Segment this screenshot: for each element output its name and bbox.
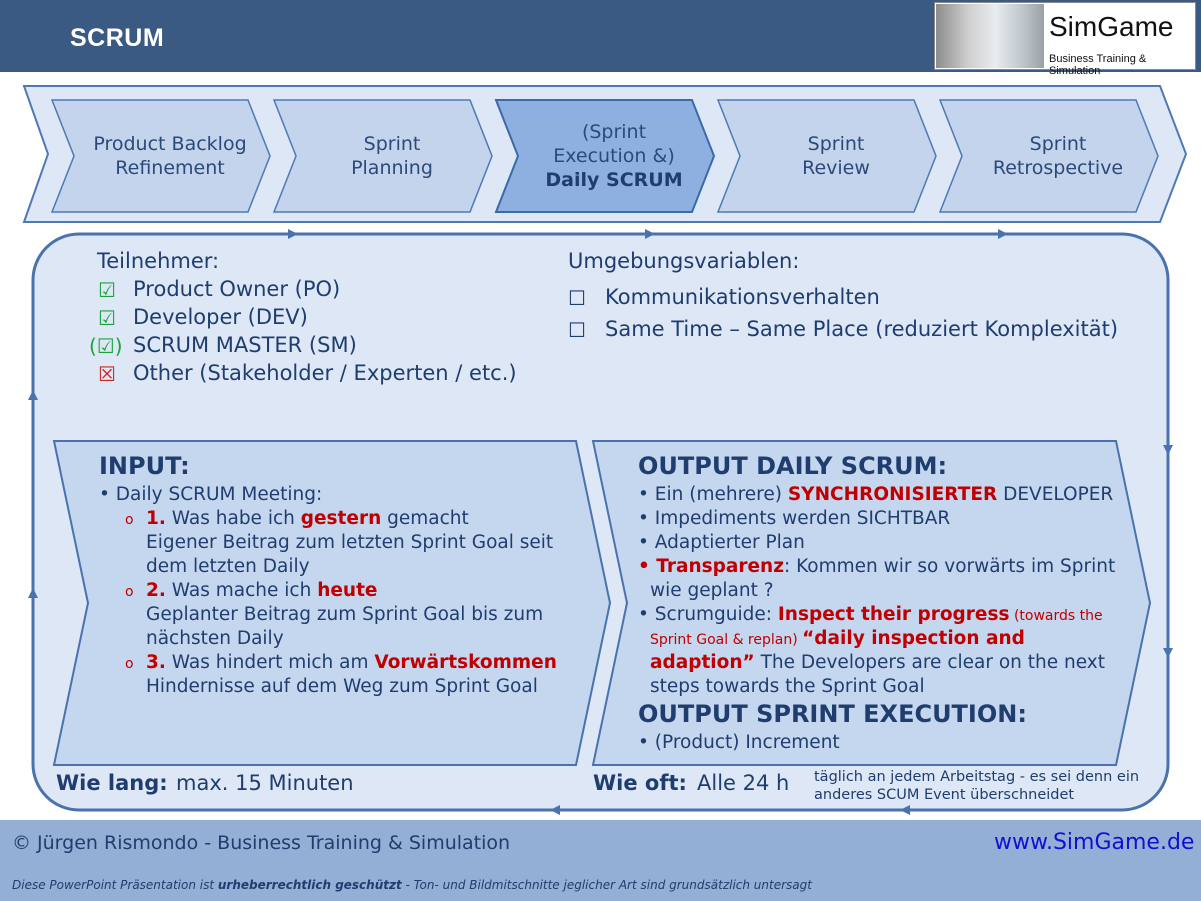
question-detail: nächsten Daily	[146, 627, 284, 651]
environment-title: Umgebungsvariablen:	[568, 249, 799, 273]
frequency-note: täglich an jedem Arbeitstag - es sei den…	[814, 768, 1144, 804]
question-text: Was habe ich	[166, 508, 301, 529]
phase-line: Sprint	[364, 132, 421, 156]
phase-line: Product Backlog	[93, 132, 246, 156]
output-quote: adaption”	[650, 652, 755, 673]
question-marker: o	[125, 512, 134, 528]
phase-line: Review	[802, 156, 870, 180]
question-1: 1. Was habe ich gestern gemacht	[146, 507, 469, 531]
output-title: OUTPUT DAILY SCRUM:	[638, 452, 947, 480]
output-item-5-cont: steps towards the Sprint Goal	[650, 675, 925, 699]
check-icon: ☑	[98, 278, 116, 302]
frequency-label: Wie oft:	[593, 771, 687, 795]
phase-daily-scrum: (Sprint Execution &) Daily SCRUM	[496, 100, 716, 212]
optional-check-icon: (☑)	[89, 334, 123, 358]
question-text: Was mache ich	[166, 580, 317, 601]
output-keyword: Transparenz	[656, 556, 784, 577]
phase-line: (Sprint	[582, 120, 646, 144]
output-item-5-cont: adaption” The Developers are clear on th…	[650, 651, 1105, 675]
phase-line: Sprint	[1030, 132, 1087, 156]
output-dot: •	[638, 556, 656, 577]
question-text: gemacht	[381, 508, 469, 529]
phase-line: Planning	[351, 156, 433, 180]
output-item-5-cont: Sprint Goal & replan) “daily inspection …	[650, 627, 1025, 652]
question-keyword: gestern	[301, 508, 382, 529]
phase-sprint-retrospective: Sprint Retrospective	[940, 100, 1160, 212]
question-number: 2.	[146, 580, 166, 601]
output-item-2: • Impediments werden SICHTBAR	[638, 507, 950, 531]
participant-label: Developer (DEV)	[133, 305, 308, 329]
footer-notice: Diese PowerPoint Präsentation ist urhebe…	[12, 878, 812, 892]
notice-text: - Ton- und Bildmitschnitte jeglicher Art…	[402, 878, 812, 892]
check-icon: ☑	[98, 306, 116, 330]
output-keyword: Inspect their progress	[778, 604, 1010, 625]
phase-line: Sprint	[808, 132, 865, 156]
input-title: INPUT:	[99, 452, 190, 480]
output-text: The Developers are clear on the next	[755, 652, 1105, 673]
notice-text: Diese PowerPoint Präsentation ist	[12, 878, 218, 892]
footer-copyright: © Jürgen Rismondo - Business Training & …	[12, 832, 510, 854]
checkbox-icon: ☐	[568, 286, 586, 310]
output-text: • Ein (mehrere)	[638, 484, 788, 505]
question-number: 1.	[146, 508, 166, 529]
output-text: DEVELOPER	[997, 484, 1113, 505]
question-detail: Hindernisse auf dem Weg zum Sprint Goal	[146, 675, 538, 699]
question-detail: Geplanter Beitrag zum Sprint Goal bis zu…	[146, 603, 543, 627]
output-small: (towards the	[1010, 608, 1103, 624]
output-item-4-cont: wie geplant ?	[650, 579, 774, 603]
checkbox-icon: ☐	[568, 318, 586, 342]
participant-label: Other (Stakeholder / Experten / etc.)	[133, 361, 517, 385]
question-3: 3. Was hindert mich am Vorwärtskommen	[146, 651, 557, 675]
output-item-1: • Ein (mehrere) SYNCHRONISIERTER DEVELOP…	[638, 483, 1113, 507]
footer-url[interactable]: www.SimGame.de	[994, 830, 1194, 855]
question-marker: o	[125, 584, 134, 600]
question-2: 2. Was mache ich heute	[146, 579, 377, 603]
participants-title: Teilnehmer:	[97, 249, 219, 273]
question-detail: Eigener Beitrag zum letzten Sprint Goal …	[146, 531, 553, 555]
question-detail: dem letzten Daily	[146, 555, 310, 579]
output-quote: “daily inspection and	[802, 628, 1025, 649]
output-item-6: • (Product) Increment	[638, 731, 840, 755]
environment-label: Same Time – Same Place (reduziert Komple…	[605, 317, 1118, 341]
question-keyword: Vorwärtskommen	[374, 652, 556, 673]
participant-label: SCRUM MASTER (SM)	[133, 333, 357, 357]
output-item-5: • Scrumguide: Inspect their progress (to…	[638, 603, 1103, 628]
environment-label: Kommunikationsverhalten	[605, 285, 880, 309]
question-marker: o	[125, 656, 134, 672]
phase-line: Execution &)	[553, 144, 675, 168]
output-item-4: • Transparenz: Kommen wir so vorwärts im…	[638, 555, 1115, 579]
output-text: • Scrumguide:	[638, 604, 778, 625]
cross-icon: ☒	[98, 362, 116, 386]
phase-line: Refinement	[115, 156, 224, 180]
duration-value: max. 15 Minuten	[176, 771, 354, 795]
output-sprint-title: OUTPUT SPRINT EXECUTION:	[638, 700, 1027, 728]
question-keyword: heute	[317, 580, 377, 601]
phase-backlog-refinement: Product Backlog Refinement	[52, 100, 272, 212]
notice-keyword: urheberrechtlich geschützt	[218, 878, 402, 892]
participant-label: Product Owner (PO)	[133, 277, 340, 301]
question-number: 3.	[146, 652, 166, 673]
output-small: Sprint Goal & replan)	[650, 632, 802, 648]
question-text: Was hindert mich am	[166, 652, 374, 673]
input-bullet: • Daily SCRUM Meeting:	[99, 483, 322, 507]
frequency-value: Alle 24 h	[697, 771, 789, 795]
phase-line-active: Daily SCRUM	[545, 168, 682, 192]
output-text: : Kommen wir so vorwärts im Sprint	[784, 556, 1115, 577]
phase-sprint-review: Sprint Review	[718, 100, 938, 212]
phase-sprint-planning: Sprint Planning	[274, 100, 494, 212]
duration-label: Wie lang:	[56, 771, 168, 795]
phase-line: Retrospective	[993, 156, 1123, 180]
output-keyword: SYNCHRONISIERTER	[788, 484, 997, 505]
output-item-3: • Adaptierter Plan	[638, 531, 805, 555]
